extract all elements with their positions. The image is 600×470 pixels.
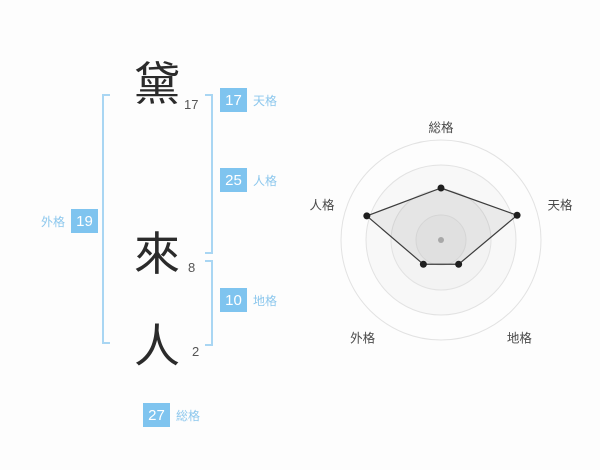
gaikaku-badge: 19 xyxy=(71,209,99,233)
name-character-3: 人 xyxy=(134,319,180,373)
radar-polygon xyxy=(365,187,519,265)
radar-center-dot xyxy=(438,237,444,243)
radar-axis-label: 天格 xyxy=(548,197,574,212)
radar-point xyxy=(363,212,371,220)
chikaku-badge: 10 xyxy=(220,288,247,312)
jinkaku-label: 人格 xyxy=(253,173,278,188)
radar-point xyxy=(419,260,427,268)
chikaku-label: 地格 xyxy=(253,293,278,308)
stroke-count-1: 17 xyxy=(184,97,199,112)
jinkaku-row: 25 人格 xyxy=(220,168,277,192)
radar-axis-label: 人格 xyxy=(309,197,335,212)
tenkaku-label: 天格 xyxy=(253,93,278,108)
name-character-2: 來 xyxy=(134,227,180,281)
tenkaku-badge: 17 xyxy=(220,88,247,112)
jinkaku-bracket xyxy=(205,94,213,254)
radar-axis-label: 地格 xyxy=(507,331,533,346)
soukaku-label: 総格 xyxy=(176,408,201,423)
soukaku-badge: 27 xyxy=(143,403,170,427)
jinkaku-badge: 25 xyxy=(220,168,247,192)
radar-point xyxy=(513,211,521,219)
name-character-1: 黛 xyxy=(134,57,180,111)
radar-point xyxy=(437,184,445,192)
radar-axis-label: 総格 xyxy=(428,120,454,135)
chikaku-bracket xyxy=(205,260,213,346)
gaikaku-row: 外格 19 xyxy=(41,209,99,233)
radar-axis-label: 外格 xyxy=(350,331,376,346)
chikaku-row: 10 地格 xyxy=(220,288,277,312)
stroke-count-3: 2 xyxy=(192,344,200,359)
gaikaku-label: 外格 xyxy=(41,214,66,229)
soukaku-row: 27 総格 xyxy=(143,403,200,427)
gaikaku-bracket xyxy=(102,94,110,344)
stroke-count-2: 8 xyxy=(188,260,196,275)
tenkaku-row: 17 天格 xyxy=(220,88,277,112)
radar-point xyxy=(455,260,463,268)
